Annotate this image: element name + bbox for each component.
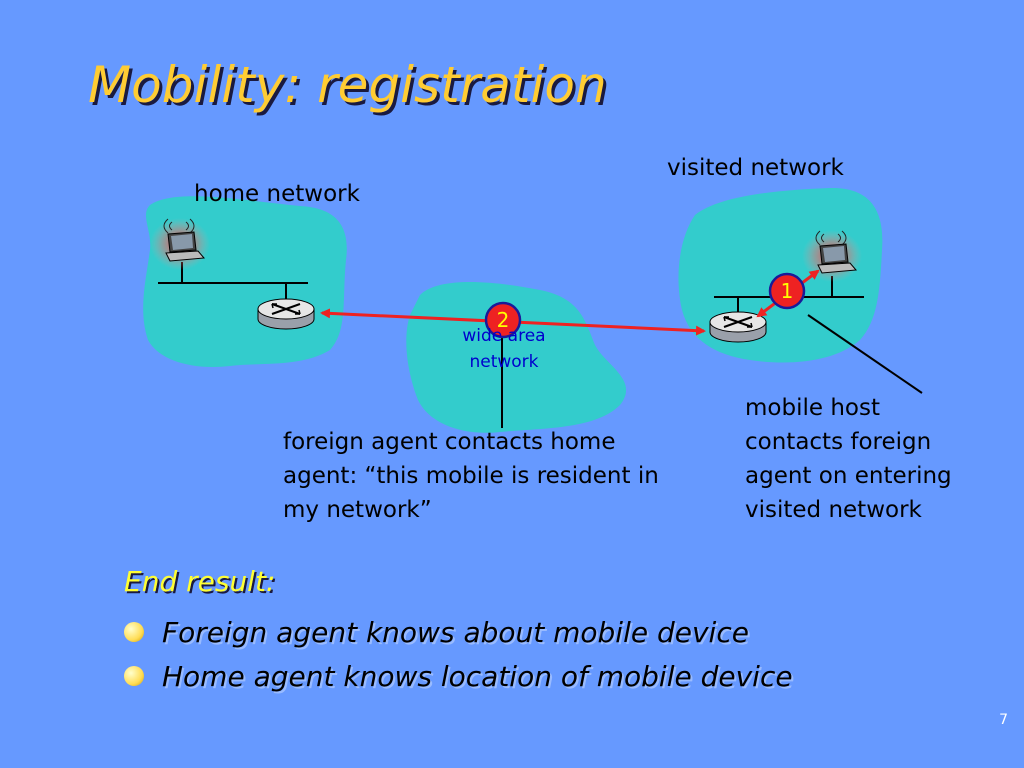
- visited-network-label: visited network: [667, 155, 844, 181]
- foreign-agent-annotation: foreign agent contacts home agent: “this…: [283, 425, 659, 527]
- end-result-heading: End result:: [124, 565, 276, 598]
- callout-line-mobile-host: [807, 314, 923, 394]
- bullet-dot-icon: [124, 622, 144, 642]
- mobile-host-annotation-line: contacts foreign: [745, 429, 932, 455]
- summary-bullet-text: Home agent knows location of mobile devi…: [162, 659, 793, 693]
- mobile-host-annotation-line: agent on entering: [745, 463, 952, 489]
- step-badge-2-label: 2: [497, 308, 510, 332]
- wan-label: wide area network: [444, 323, 564, 375]
- mobile-host-annotation: mobile host contacts foreign agent on en…: [745, 391, 952, 527]
- home-network-label: home network: [194, 181, 360, 207]
- foreign-agent-annotation-line: my network”: [283, 497, 432, 523]
- summary-bullet: Home agent knows location of mobile devi…: [124, 655, 793, 697]
- step-badge-1: 1: [768, 272, 806, 310]
- foreign-agent-annotation-line: foreign agent contacts home: [283, 429, 616, 455]
- home-router-icon: [257, 298, 315, 330]
- step-badge-2: 2: [484, 301, 522, 339]
- summary-bullet: Foreign agent knows about mobile device: [124, 611, 749, 653]
- step-badge-1-label: 1: [781, 279, 794, 303]
- slide-title: Mobility: registration: [88, 56, 607, 114]
- mobile-host-annotation-line: visited network: [745, 497, 922, 523]
- registration-diagram: 1 2: [143, 187, 923, 433]
- home-laptop-icon: [150, 218, 210, 270]
- bullet-dot-icon: [124, 666, 144, 686]
- visited-router-icon: [709, 311, 767, 343]
- wan-label-line2: network: [469, 352, 539, 372]
- foreign-agent-annotation-line: agent: “this mobile is resident in: [283, 463, 659, 489]
- page-number: 7: [999, 712, 1008, 728]
- mobile-host-annotation-line: mobile host: [745, 395, 880, 421]
- wan-label-line1: wide area: [462, 326, 546, 346]
- visited-laptop-icon: [802, 230, 862, 282]
- summary-bullet-text: Foreign agent knows about mobile device: [162, 615, 749, 649]
